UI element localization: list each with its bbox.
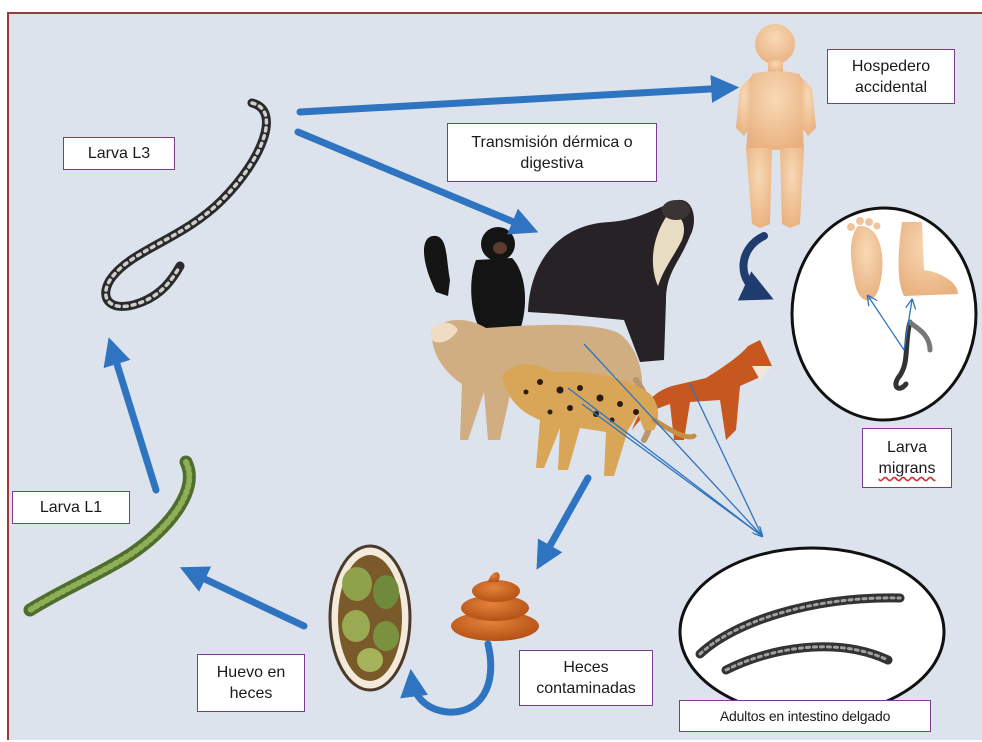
label-accidental-host: Hospedero accidental xyxy=(827,49,955,104)
feces-icon xyxy=(451,572,539,641)
arrow-feces-to-egg xyxy=(412,644,491,712)
arrow-l1-to-l3 xyxy=(112,348,156,490)
jaguar-icon xyxy=(502,364,694,476)
spider-monkey-icon xyxy=(424,227,525,332)
arrow-animals-to-feces xyxy=(542,478,588,560)
human-body-icon xyxy=(736,24,816,228)
label-larva-l1: Larva L1 xyxy=(12,491,130,524)
feet-icon xyxy=(792,208,976,420)
adult-worms-icon xyxy=(680,548,944,716)
larva-l1-icon xyxy=(30,462,189,610)
arrow-to-human xyxy=(300,88,728,112)
arrow-egg-to-l1 xyxy=(190,572,304,626)
label-egg-in-feces: Huevo en heces xyxy=(197,654,305,712)
label-contaminated-feces: Heces contaminadas xyxy=(519,650,653,706)
label-larva-l3: Larva L3 xyxy=(63,137,175,170)
label-larva-migrans: Larva migrans xyxy=(862,428,952,488)
label-transmission: Transmisión dérmica o digestiva xyxy=(447,123,657,182)
larva-l3-icon xyxy=(106,103,267,306)
arrow-human-to-feet xyxy=(743,236,764,294)
egg-icon xyxy=(330,546,410,690)
label-adults-small-intestine: Adultos en intestino delgado xyxy=(679,700,931,732)
